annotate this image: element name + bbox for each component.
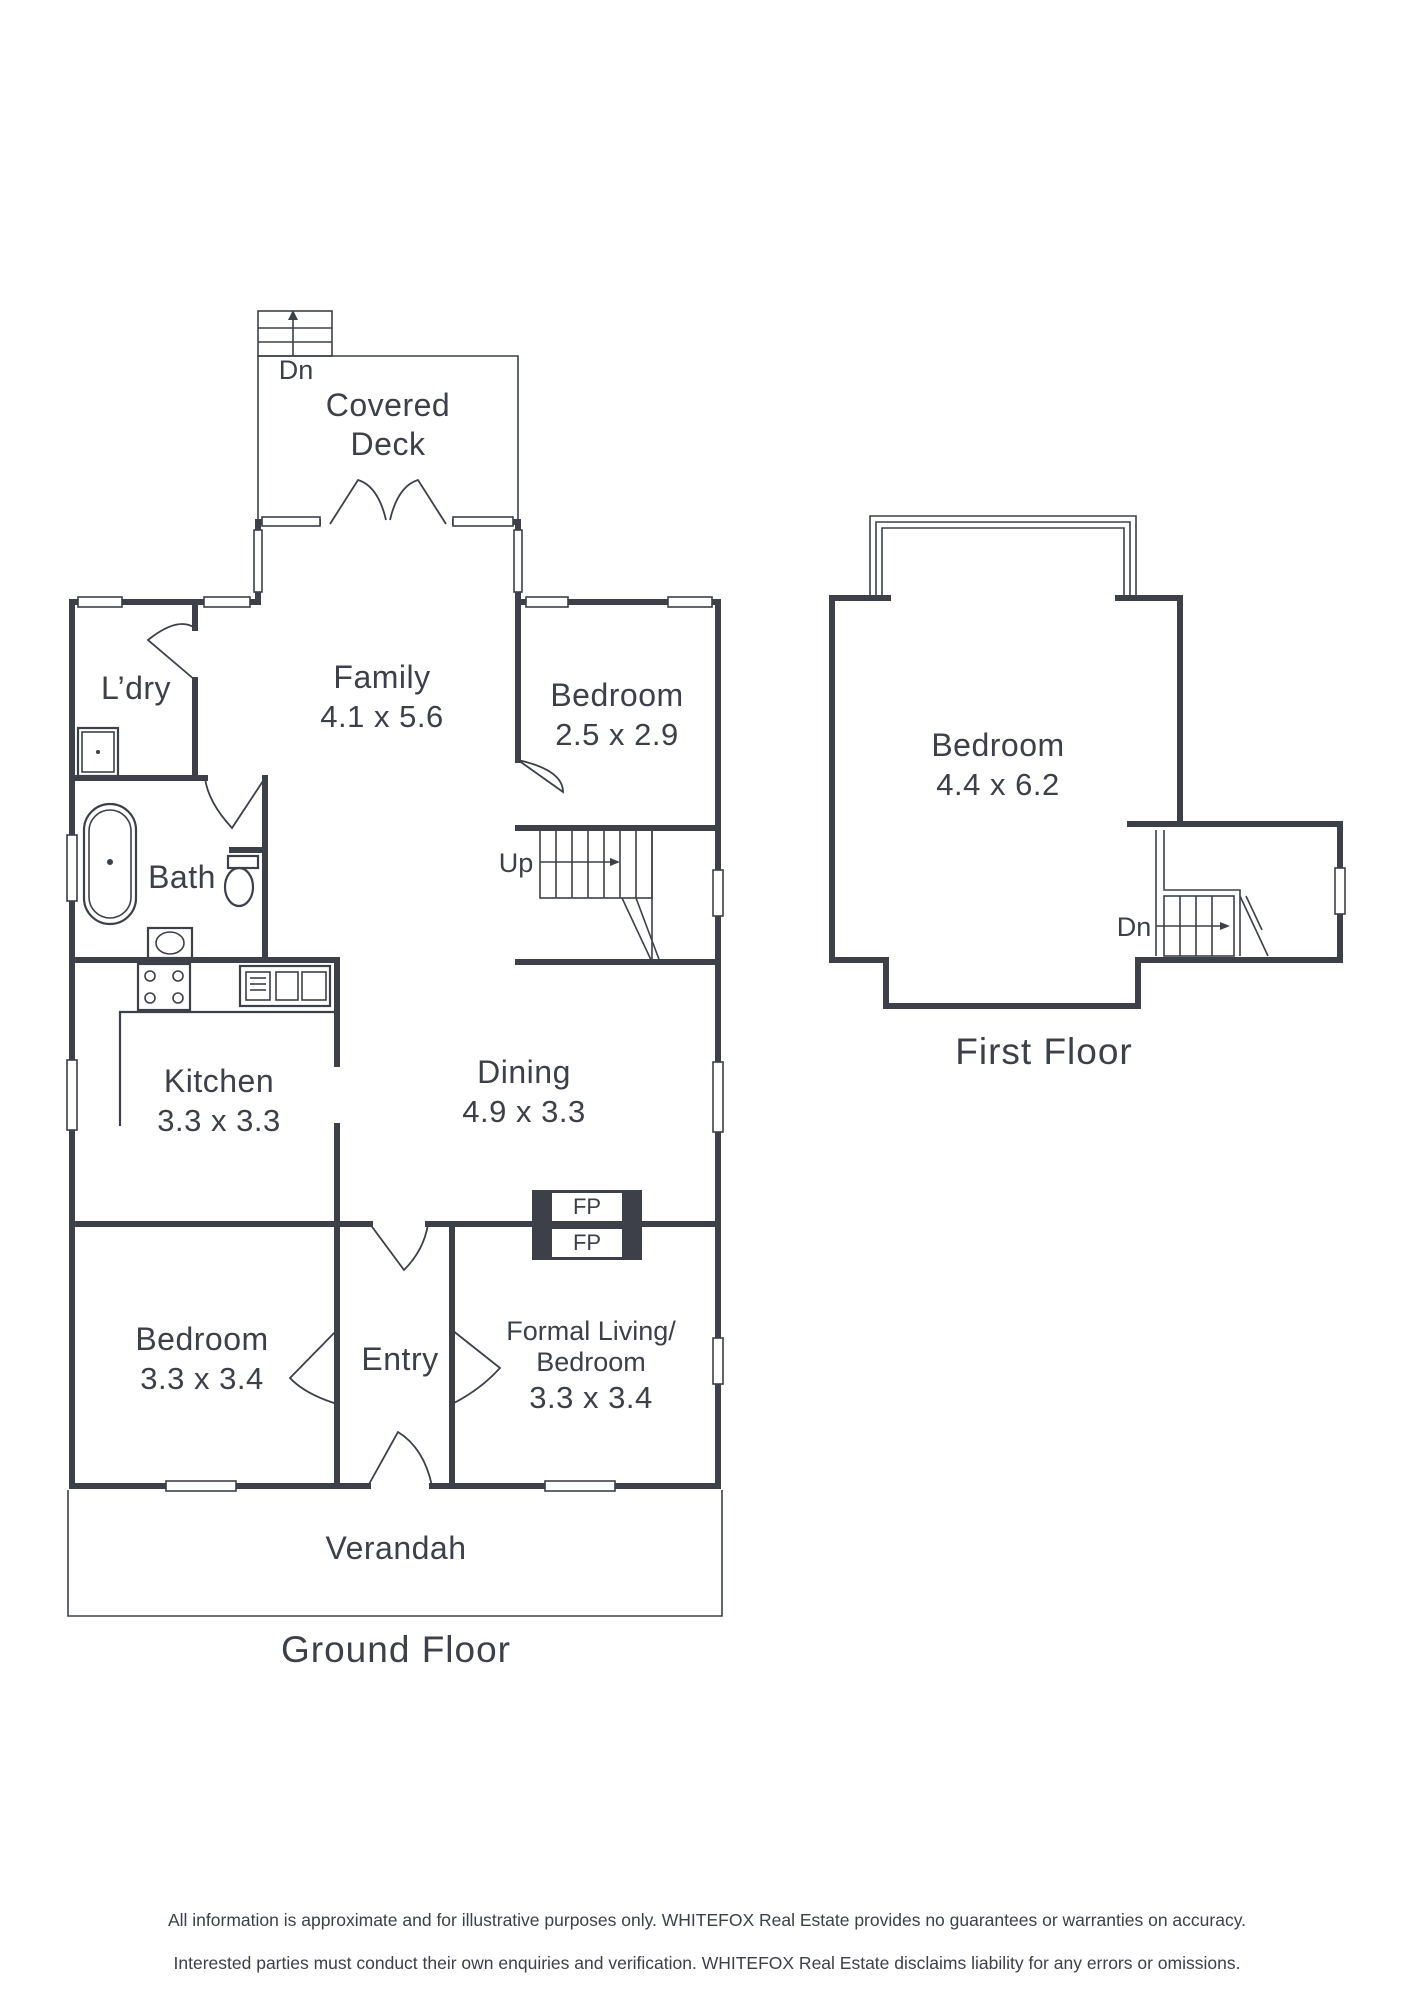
ground-floor-labels: Dn Covered Deck L’dry Family 4.1 x 5.6 B… xyxy=(101,355,683,1670)
fireplace-label: FP xyxy=(573,1230,601,1255)
first-floor-bay-window xyxy=(869,515,1137,596)
ground-floor-plan: FP FP Dn Covered Deck L’dry Family 4.1 x… xyxy=(66,310,724,1670)
verandah-name: Verandah xyxy=(325,1530,466,1566)
vanity-basin xyxy=(146,926,194,960)
formal-living-dims: 3.3 x 3.4 xyxy=(529,1380,652,1415)
verandah xyxy=(67,1490,723,1617)
covered-deck-name: Covered xyxy=(326,387,450,423)
disclaimer-line-2: Interested parties must conduct their ow… xyxy=(173,1953,1241,1973)
kitchen-benches xyxy=(118,962,337,1126)
family-dims: 4.1 x 5.6 xyxy=(320,699,443,734)
fireplace-label: FP xyxy=(573,1194,601,1219)
toilet xyxy=(223,854,260,908)
first-floor-walls xyxy=(829,595,1343,1009)
family-name: Family xyxy=(333,659,430,695)
kitchen-name: Kitchen xyxy=(164,1063,274,1099)
bathtub xyxy=(82,802,138,926)
first-floor-labels: Bedroom 4.4 x 6.2 Dn First Floor xyxy=(931,727,1151,1072)
laundry-name: L’dry xyxy=(101,670,171,706)
bedroom-rear-name: Bedroom xyxy=(550,677,683,713)
bedroom-front-dims: 3.3 x 3.4 xyxy=(140,1361,263,1396)
entry-name: Entry xyxy=(361,1341,438,1377)
ground-floor-windows xyxy=(66,596,724,1492)
first-bedroom-name: Bedroom xyxy=(931,727,1064,763)
dining-dims: 4.9 x 3.3 xyxy=(462,1094,585,1129)
bath-name: Bath xyxy=(148,859,216,895)
kitchen-dims: 3.3 x 3.3 xyxy=(157,1103,280,1138)
covered-deck xyxy=(257,310,519,520)
family-bay-window xyxy=(253,478,523,603)
stairs-up xyxy=(539,829,661,963)
ground-floor-doors xyxy=(146,623,564,1487)
disclaimer-line-1: All information is approximate and for i… xyxy=(167,1910,1247,1930)
formal-living-name-line2: Bedroom xyxy=(536,1347,646,1377)
fireplaces: FP FP xyxy=(532,1190,642,1260)
deck-stairs-label: Dn xyxy=(279,355,314,385)
stairs-down-label: Dn xyxy=(1117,912,1152,942)
dining-name: Dining xyxy=(477,1054,571,1090)
first-floor-plan: Bedroom 4.4 x 6.2 Dn First Floor xyxy=(829,515,1346,1072)
covered-deck-name-line2: Deck xyxy=(351,426,426,462)
ground-floor-title: Ground Floor xyxy=(281,1629,511,1670)
stairs-down xyxy=(1155,830,1269,957)
laundry-tub xyxy=(76,726,120,778)
first-floor-window xyxy=(1334,867,1346,915)
first-bedroom-dims: 4.4 x 6.2 xyxy=(936,767,1059,802)
stairs-up-label: Up xyxy=(499,848,534,878)
formal-living-name: Formal Living/ xyxy=(506,1316,676,1346)
bedroom-rear-dims: 2.5 x 2.9 xyxy=(555,717,678,752)
first-floor-title: First Floor xyxy=(955,1031,1133,1072)
bedroom-front-name: Bedroom xyxy=(135,1321,268,1357)
